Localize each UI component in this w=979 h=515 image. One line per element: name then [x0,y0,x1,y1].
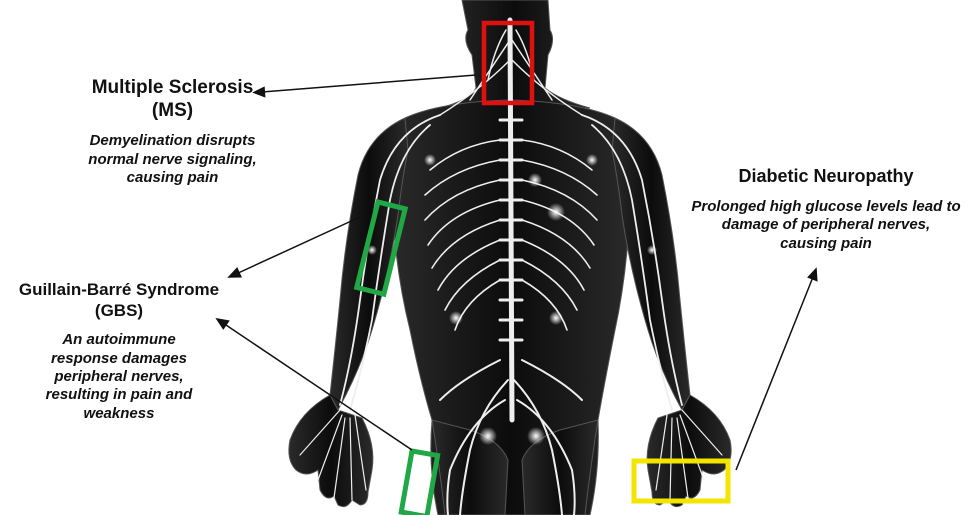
gbs-desc-line5: weakness [0,405,238,423]
dn-desc-line2: damage of peripheral nerves, [676,216,976,234]
gbs-desc-line3: peripheral nerves, [0,368,238,386]
dn-description: Prolonged high glucose levels lead to da… [676,198,976,253]
gbs-desc-line1: An autoimmune [0,331,238,349]
left-arm [330,118,408,410]
ms-desc-line2: normal nerve signaling, [55,151,290,169]
dn-desc-line3: causing pain [676,235,976,253]
ms-desc-line1: Demyelination disrupts [55,132,290,150]
ms-annotation: Multiple Sclerosis (MS) Demyelination di… [55,76,290,187]
head-neck [440,0,590,108]
gbs-title-line2: (GBS) [0,301,238,322]
dn-annotation: Diabetic Neuropathy Prolonged high gluco… [676,166,976,253]
dn-title: Diabetic Neuropathy [676,166,976,188]
ms-title-line1: Multiple Sclerosis [55,76,290,99]
ms-title-line2: (MS) [55,99,290,122]
gbs-annotation: Guillain-Barré Syndrome (GBS) An autoimm… [0,280,238,423]
dn-arrow [736,277,813,470]
dn-desc-line1: Prolonged high glucose levels lead to [676,198,976,216]
ms-desc-line3: causing pain [55,169,290,187]
ms-description: Demyelination disrupts normal nerve sign… [55,132,290,187]
gbs-desc-line4: resulting in pain and [0,386,238,404]
gbs-arrow-upper [236,217,360,274]
gbs-desc-line2: response damages [0,350,238,368]
ms-arrow [262,75,476,92]
gbs-description: An autoimmune response damages periphera… [0,331,238,422]
gbs-title-line1: Guillain-Barré Syndrome [0,280,238,301]
